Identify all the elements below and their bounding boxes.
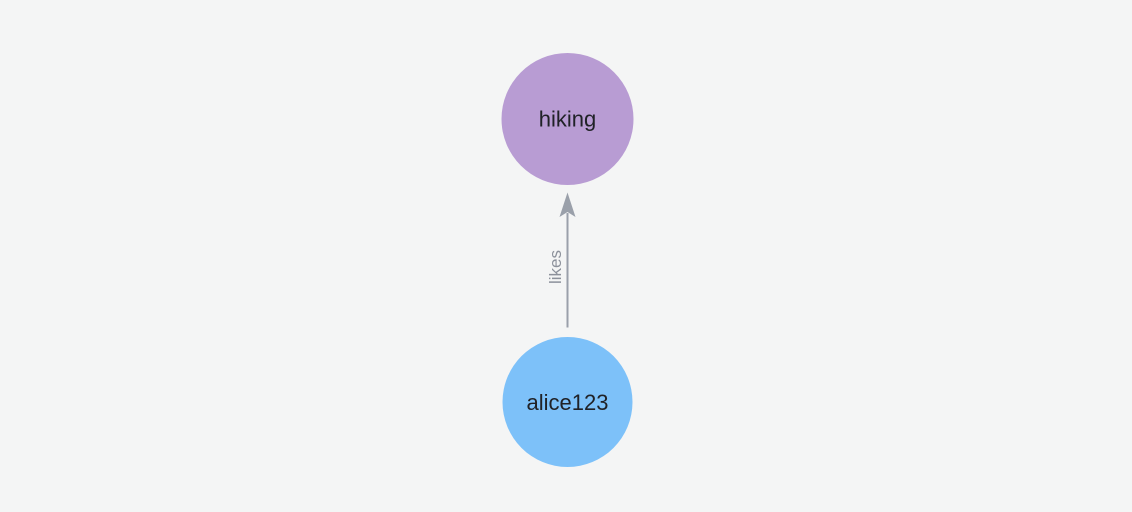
node-hiking: hiking <box>501 53 634 185</box>
edge-alice123-likes-hiking: likes <box>546 192 576 328</box>
node-alice123: alice123 <box>502 337 633 467</box>
node-hiking-circle[interactable] <box>501 53 634 185</box>
edge-label: likes <box>546 250 565 284</box>
node-alice123-circle[interactable] <box>502 337 633 467</box>
edge-arrowhead-icon <box>559 192 576 217</box>
